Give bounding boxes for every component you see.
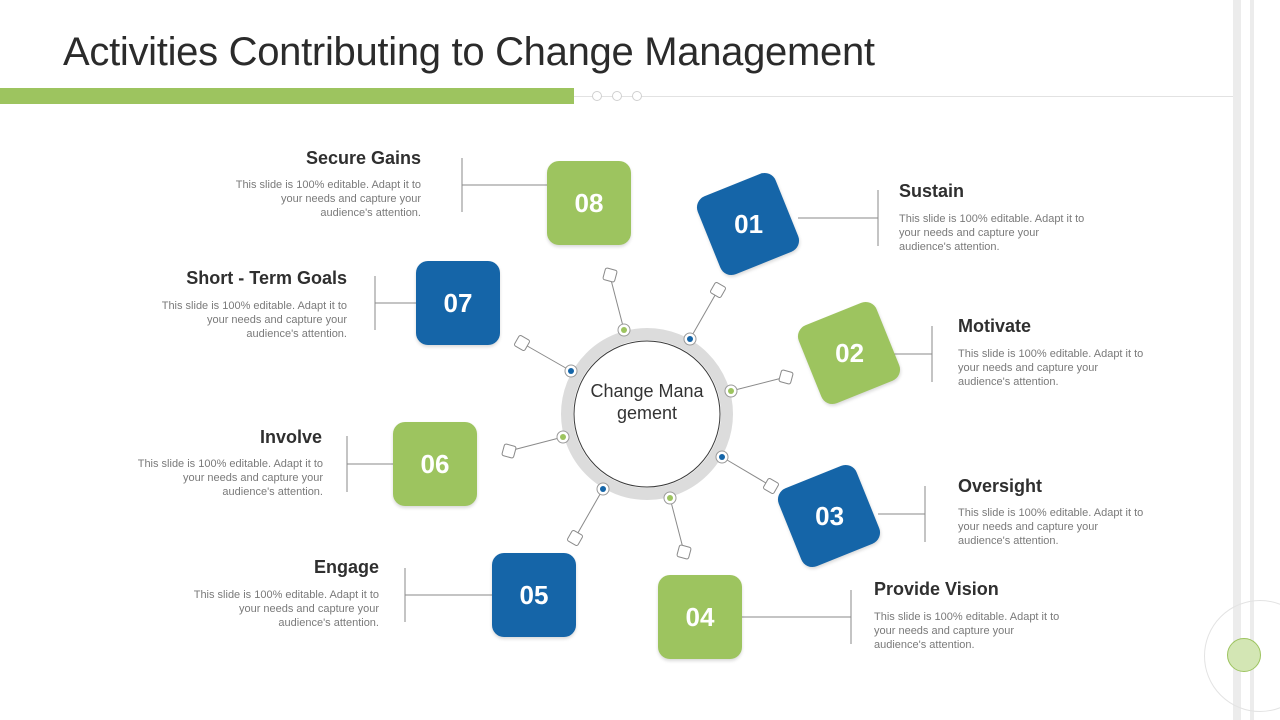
description-oversight: This slide is 100% editable. Adapt it to…	[958, 507, 1144, 547]
step-number: 04	[685, 601, 715, 632]
step-number: 08	[574, 187, 604, 218]
description-secure-gains: This slide is 100% editable. Adapt it to…	[235, 179, 421, 219]
decorative-dot	[592, 91, 602, 101]
decorative-dot	[1227, 638, 1261, 672]
decorative-band	[1233, 0, 1241, 720]
description-engage: This slide is 100% editable. Adapt it to…	[193, 589, 379, 629]
step-number: 01	[733, 208, 763, 239]
step-box-04: 04	[658, 575, 742, 659]
step-number: 06	[420, 448, 450, 479]
step-number: 03	[814, 500, 844, 531]
heading-engage: Engage	[313, 557, 379, 577]
description-provide-vision: This slide is 100% editable. Adapt it to…	[874, 611, 1060, 651]
heading-short-term-goals: Short - Term Goals	[186, 268, 347, 288]
heading-involve: Involve	[259, 427, 322, 447]
step-box-06: 06	[393, 422, 477, 506]
decorative-dot	[632, 91, 642, 101]
step-box-05: 05	[492, 553, 576, 637]
heading-provide-vision: Provide Vision	[874, 579, 999, 599]
description-motivate: This slide is 100% editable. Adapt it to…	[958, 348, 1144, 388]
hub-center	[573, 340, 721, 488]
decorative-dot	[612, 91, 622, 101]
step-number: 07	[443, 287, 473, 318]
step-box-07: 07	[416, 261, 500, 345]
hub-ring	[561, 328, 733, 500]
title-divider	[574, 96, 1234, 97]
description-short-term-goals: This slide is 100% editable. Adapt it to…	[161, 300, 347, 340]
description-involve: This slide is 100% editable. Adapt it to…	[137, 458, 323, 498]
heading-secure-gains: Secure Gains	[305, 148, 421, 168]
heading-motivate: Motivate	[958, 316, 1032, 336]
hub-label: Change Management	[590, 381, 704, 423]
heading-sustain: Sustain	[899, 181, 965, 201]
slide-title: Activities Contributing to Change Manage…	[63, 30, 875, 74]
heading-oversight: Oversight	[958, 476, 1043, 496]
title-accent-bar	[0, 88, 574, 104]
description-sustain: This slide is 100% editable. Adapt it to…	[899, 213, 1085, 253]
decorative-band	[1250, 0, 1254, 720]
step-box-08: 08	[547, 161, 631, 245]
step-number: 02	[834, 337, 864, 368]
step-number: 05	[519, 579, 549, 610]
